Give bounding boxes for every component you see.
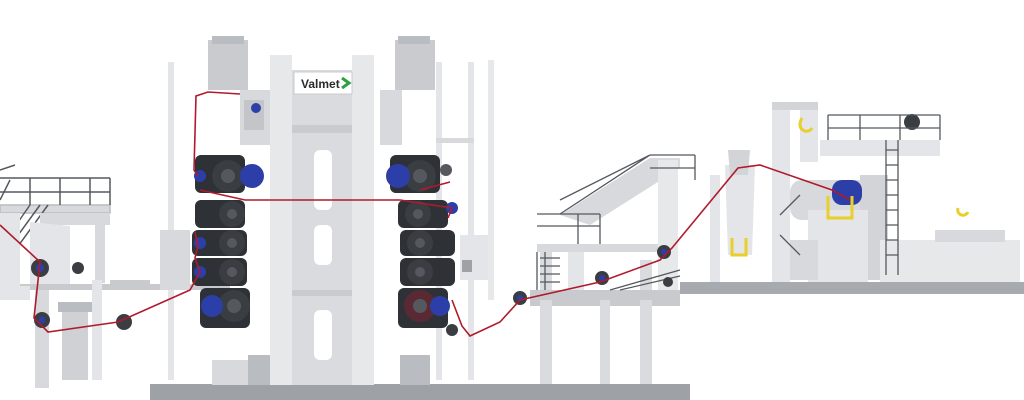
reel-yellow-clamps bbox=[730, 117, 970, 257]
calender-rolls-right bbox=[386, 155, 458, 336]
valmet-logo: Valmet bbox=[293, 71, 353, 95]
misc-supports bbox=[0, 60, 494, 300]
central-columns bbox=[270, 55, 374, 385]
calender-rolls-left bbox=[192, 155, 264, 328]
floor bbox=[0, 282, 1024, 400]
chevron-icon bbox=[341, 76, 352, 90]
middle-railings bbox=[536, 154, 696, 291]
logo-text: Valmet bbox=[301, 77, 340, 91]
middle-walkway-platform bbox=[530, 158, 680, 384]
calender-frame-left bbox=[160, 36, 270, 385]
reel-section bbox=[710, 102, 1020, 282]
left-support-frame bbox=[0, 213, 150, 388]
reel-railings bbox=[779, 114, 941, 275]
paper-web-path bbox=[0, 91, 851, 337]
